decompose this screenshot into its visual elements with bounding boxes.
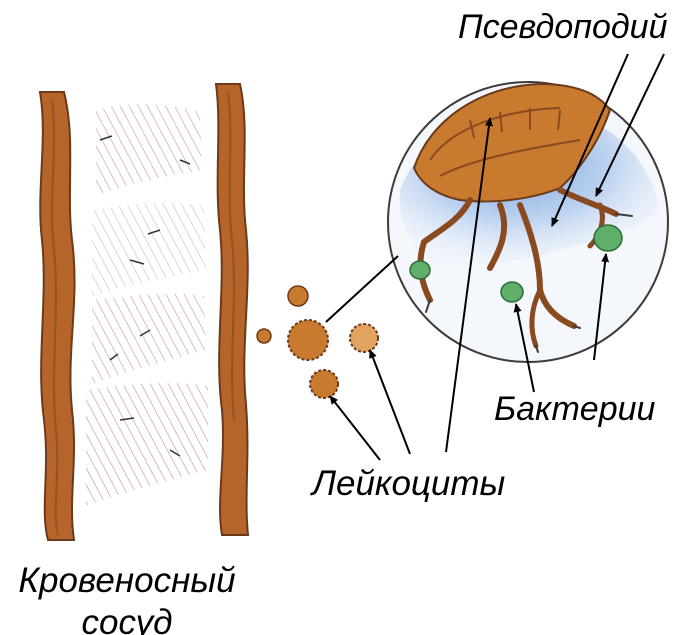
- blood-flow-hatching: [86, 104, 208, 506]
- phagocyte-cell: [388, 82, 668, 362]
- bacterium: [410, 261, 430, 279]
- bacterium: [501, 282, 523, 302]
- leukocyte-arrow: [370, 350, 410, 454]
- blood-vessel-label-line1: Кровеносный: [6, 560, 248, 602]
- leukocyte: [288, 320, 328, 360]
- cell-connector-line: [326, 256, 398, 322]
- leukocytes-group: [257, 286, 378, 398]
- bacterium: [594, 225, 622, 251]
- leukocyte-arrow: [330, 396, 380, 460]
- vessel-right-wall: [216, 84, 248, 535]
- leukocyte: [350, 324, 378, 352]
- leukocyte: [310, 370, 338, 398]
- blood-vessel: [40, 84, 248, 540]
- leukocyte: [257, 329, 271, 343]
- bacteria-label: Бактерии: [494, 392, 655, 426]
- pseudopod-label: Псевдоподий: [458, 10, 667, 44]
- leukocytes-label: Лейкоциты: [312, 466, 505, 501]
- blood-vessel-label-line2: сосуд: [6, 602, 248, 635]
- leukocyte: [288, 286, 308, 306]
- blood-vessel-label: Кровеносный сосуд: [6, 560, 248, 635]
